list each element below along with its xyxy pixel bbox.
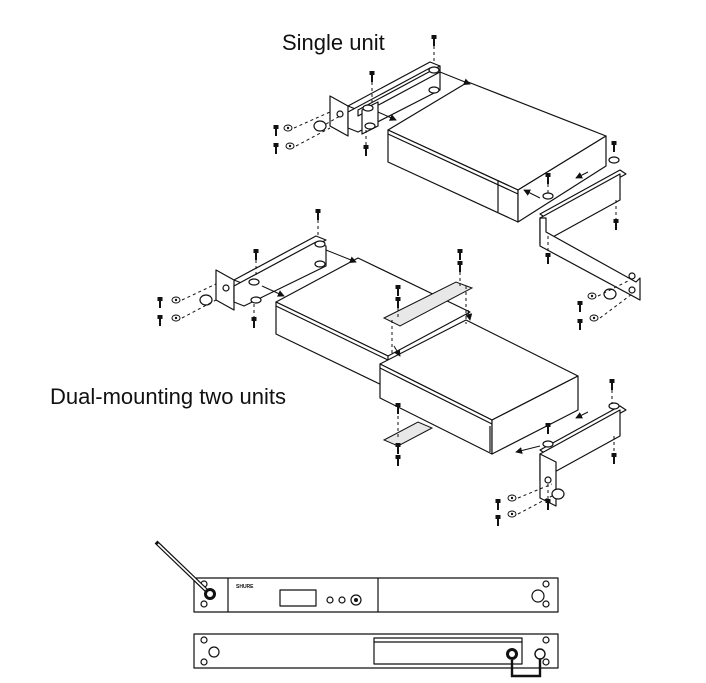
front-panel-view [154,540,559,613]
brand-logo: SHURE [236,584,254,590]
right-rack-ear-single [539,156,641,301]
receiver-unit-right [379,319,579,455]
left-rack-ear-single [313,61,441,137]
dual-unit-assembly [156,208,633,527]
right-rack-ear-dual [539,402,627,507]
receiver-unit-left [275,257,471,389]
single-unit-title: Single unit [282,30,385,55]
antenna [154,540,216,600]
left-rack-ear-dual [199,235,327,311]
receiver-unit-single [387,81,607,223]
rear-panel-view [193,633,559,678]
jumper-cable [506,648,546,678]
dual-mounting-title: Dual-mounting two units [50,384,287,409]
single-unit-assembly [272,34,641,301]
